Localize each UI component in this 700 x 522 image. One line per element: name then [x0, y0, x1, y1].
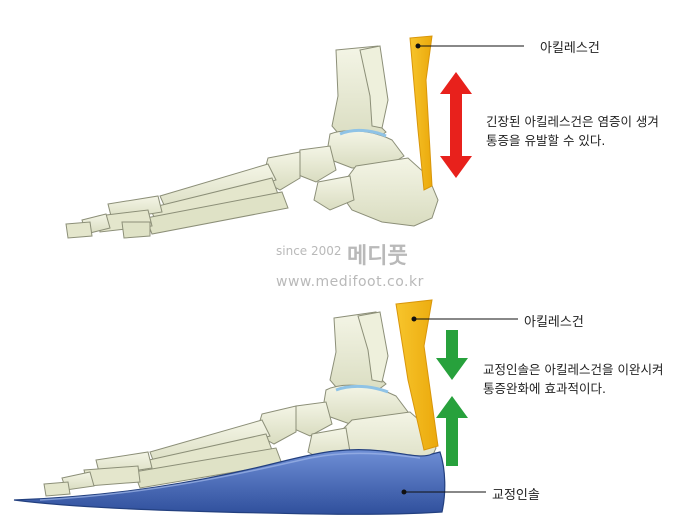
- red-tension-arrow: [440, 72, 472, 178]
- bottom-achilles-tendon: [395, 299, 439, 451]
- top-foot-skeleton: [65, 45, 439, 239]
- top-achilles-tendon: [409, 35, 433, 191]
- top-label-leader-dot: [415, 43, 421, 49]
- bottom-navicular-bone: [291, 401, 333, 437]
- watermark-url: www.medifoot.co.kr: [276, 274, 424, 290]
- bottom-foot-skeleton: [43, 311, 437, 497]
- green-relax-arrow-up: [436, 396, 468, 466]
- top-description-line-2: 통증을 유발할 수 있다.: [486, 133, 606, 148]
- bottom-description-line-1: 교정인솔은 아킬레스건을 이완시켜: [483, 362, 664, 377]
- bottom-fibula-bone: [357, 311, 389, 383]
- bottom-label-leader-dot: [411, 316, 417, 322]
- corrective-insole: [13, 449, 446, 515]
- top-cuboid-bone: [313, 175, 355, 211]
- top-phalanx-5: [121, 221, 151, 239]
- top-phalanx-4: [65, 221, 93, 239]
- insole-label: 교정인솔: [492, 488, 540, 503]
- top-achilles-label: 아킬레스건: [540, 41, 600, 56]
- bottom-description-line-2: 통증완화에 효과적이다.: [483, 381, 606, 396]
- insole-label-leader-dot: [401, 489, 407, 495]
- green-relax-arrow-down: [436, 330, 468, 380]
- bottom-phalanx-4: [43, 481, 71, 497]
- bottom-achilles-label: 아킬레스건: [524, 315, 584, 330]
- top-description-line-1: 긴장된 아킬레스건은 염증이 생겨: [486, 114, 659, 129]
- watermark-since: since 2002: [276, 244, 342, 258]
- watermark-brand: 메디풋: [347, 244, 408, 269]
- top-navicular-bone: [295, 145, 337, 183]
- top-fibula-bone: [359, 45, 389, 129]
